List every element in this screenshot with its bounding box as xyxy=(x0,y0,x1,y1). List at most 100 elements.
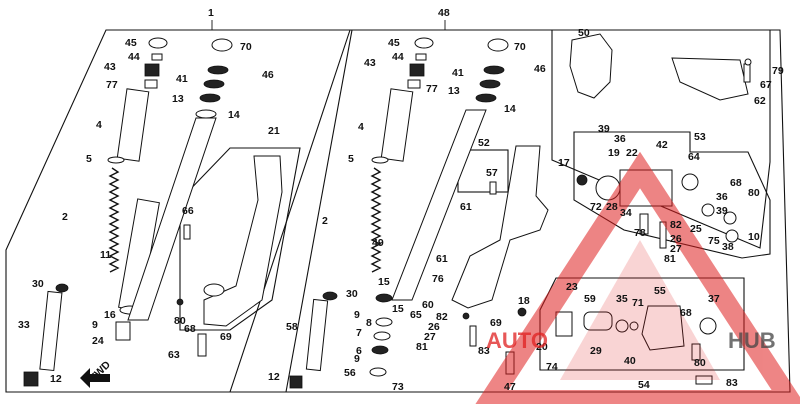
bushing-24 xyxy=(115,321,131,341)
label: 75 xyxy=(708,235,720,247)
label: 61 xyxy=(436,253,448,265)
caliper-74 xyxy=(555,311,573,337)
label: 28 xyxy=(606,201,618,213)
label: 68 xyxy=(680,307,692,319)
label: 83 xyxy=(478,345,490,357)
r-ring-56 xyxy=(369,367,387,377)
label: 65 xyxy=(410,309,422,321)
r-cap-45 xyxy=(414,37,434,49)
r-washer-5 xyxy=(371,156,389,164)
piston-29 xyxy=(583,311,613,331)
bolt-12 xyxy=(23,371,39,387)
label: 56 xyxy=(344,367,356,379)
label: 71 xyxy=(632,297,644,309)
label: 44 xyxy=(392,51,404,63)
label: 17 xyxy=(558,157,570,169)
label: 47 xyxy=(504,381,516,393)
label: 20 xyxy=(536,341,548,353)
bolt-80 xyxy=(176,298,184,306)
label: 26 xyxy=(670,233,682,245)
label: 68 xyxy=(184,323,196,335)
damper-rod-33 xyxy=(39,290,63,372)
watermark-text: AUTO HUB xyxy=(486,328,776,353)
label: 68 xyxy=(730,177,742,189)
r-ring-8 xyxy=(375,317,393,327)
label: 13 xyxy=(172,93,184,105)
label: 39 xyxy=(598,123,610,135)
label: 82 xyxy=(670,219,682,231)
label: 2 xyxy=(322,215,328,227)
watermark-triangle-icon xyxy=(475,151,800,404)
slider-right xyxy=(451,145,549,309)
label: 24 xyxy=(92,335,104,347)
r-cap-70 xyxy=(487,38,509,52)
label: 41 xyxy=(452,67,464,79)
label: 33 xyxy=(18,319,30,331)
r-collar-77 xyxy=(407,79,421,89)
label: 66 xyxy=(182,205,194,217)
label: 46 xyxy=(262,69,274,81)
bolt-63 xyxy=(197,333,207,357)
label: 2 xyxy=(62,211,68,223)
label: 69 xyxy=(490,317,502,329)
pin-78 xyxy=(639,213,649,235)
label: 73 xyxy=(392,381,404,393)
label: 6 xyxy=(356,345,362,357)
label: 79 xyxy=(772,65,784,77)
piston-64 xyxy=(681,173,699,191)
clip-46 xyxy=(203,79,225,89)
label: 27 xyxy=(670,243,682,255)
label: 57 xyxy=(486,167,498,179)
label: 72 xyxy=(590,201,602,213)
label: 16 xyxy=(104,309,116,321)
label: 10 xyxy=(748,231,760,243)
nut-17 xyxy=(576,174,588,186)
label: 76 xyxy=(432,273,444,285)
bleeder-18 xyxy=(517,307,527,317)
caliper-55 xyxy=(641,305,685,351)
label: 60 xyxy=(422,299,434,311)
label: 83 xyxy=(726,377,738,389)
seal-38 xyxy=(725,229,739,243)
bolt-66 xyxy=(183,224,191,240)
label: 70 xyxy=(514,41,526,53)
label: 9 xyxy=(354,353,360,365)
label: 42 xyxy=(656,139,668,151)
r-bush-13 xyxy=(475,93,497,103)
label: 59 xyxy=(584,293,596,305)
label: 30 xyxy=(346,288,358,300)
bolt-43 xyxy=(144,63,160,77)
label: 27 xyxy=(424,331,436,343)
piston-37 xyxy=(699,317,717,335)
label: 15 xyxy=(392,303,404,315)
label: 52 xyxy=(478,137,490,149)
r-ring-15 xyxy=(375,293,393,303)
washer-44 xyxy=(151,53,163,61)
label: 61 xyxy=(460,201,472,213)
label: 45 xyxy=(125,37,137,49)
label: 36 xyxy=(716,191,728,203)
collar-77 xyxy=(144,79,158,89)
label: 4 xyxy=(358,121,364,133)
label: 77 xyxy=(106,79,118,91)
label: 81 xyxy=(664,253,676,265)
r-ring-7 xyxy=(373,331,391,341)
bolt-69 xyxy=(462,312,470,320)
r-seal-41 xyxy=(483,65,505,75)
label: 41 xyxy=(176,73,188,85)
label: 80 xyxy=(748,187,760,199)
spacer-4 xyxy=(116,88,150,162)
slider-21 xyxy=(203,155,283,327)
label: 43 xyxy=(104,61,116,73)
label: 29 xyxy=(590,345,602,357)
label: 54 xyxy=(638,379,650,391)
label: 39 xyxy=(716,205,728,217)
fork-tube-right xyxy=(391,109,487,301)
label: 49 xyxy=(372,237,384,249)
label: 46 xyxy=(534,63,546,75)
label: 40 xyxy=(624,355,636,367)
label: 23 xyxy=(566,281,578,293)
r-ring-6 xyxy=(371,345,389,355)
label: 50 xyxy=(578,27,590,39)
